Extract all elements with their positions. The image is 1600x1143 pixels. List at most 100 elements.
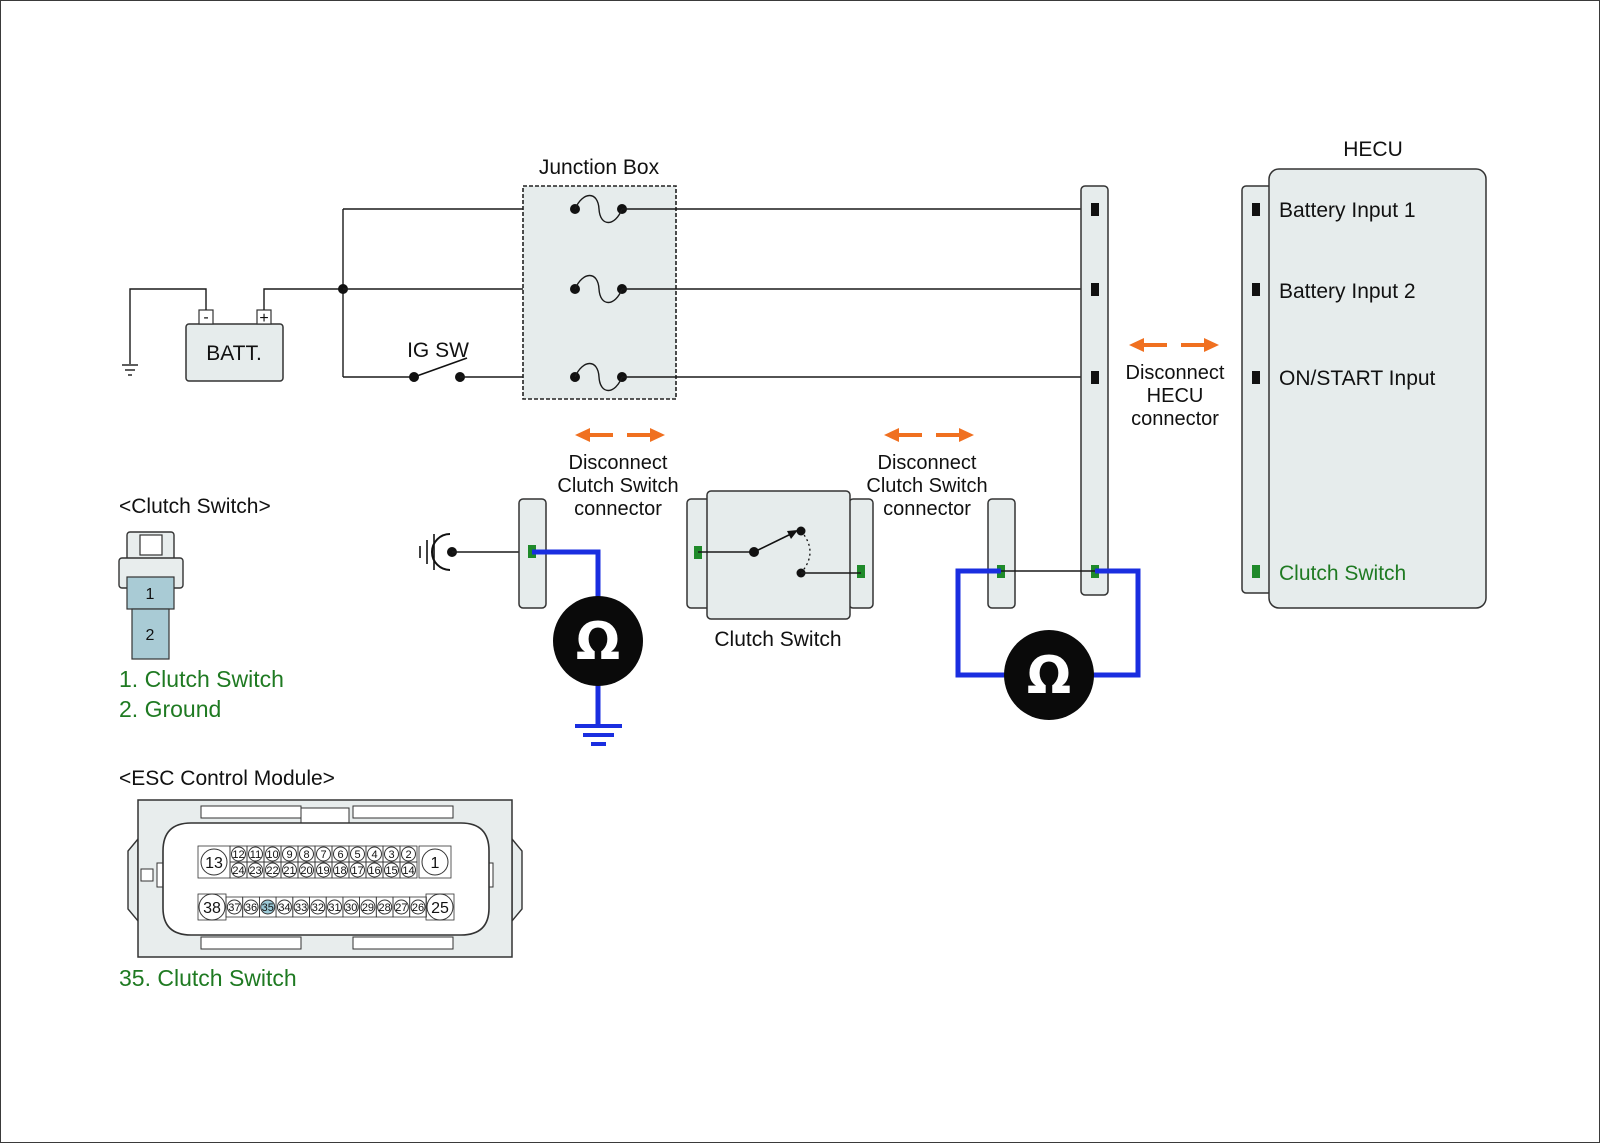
esc-pin-30: 30 [342, 896, 360, 918]
battery-positive-wire [263, 288, 343, 310]
esc-pin-12: 12 [229, 845, 248, 863]
esc-pin-21: 21 [280, 861, 299, 879]
hecu-module: HECU Battery Input 1 Battery Input 2 ON/… [1241, 138, 1487, 609]
svg-text:27: 27 [395, 902, 407, 914]
clutch-connector-legend-1: 1. Clutch Switch [119, 666, 284, 692]
svg-text:30: 30 [345, 902, 357, 914]
disconnect-clutch-right-arrows [884, 428, 974, 442]
svg-text:2: 2 [405, 849, 411, 861]
svg-text:34: 34 [278, 902, 290, 914]
disconnect-clutch-right-line-2: Clutch Switch [866, 475, 987, 497]
esc-pin-25: 25 [425, 893, 455, 921]
esc-pin-22: 22 [263, 861, 282, 879]
svg-text:32: 32 [312, 902, 324, 914]
svg-text:14: 14 [402, 865, 414, 877]
svg-text:10: 10 [266, 849, 278, 861]
esc-pin-19: 19 [314, 861, 333, 879]
svg-text:22: 22 [266, 865, 278, 877]
hecu-pin-label-battery-2: Battery Input 2 [1279, 280, 1416, 303]
esc-pin-34: 34 [275, 896, 294, 918]
fuse-3 [570, 362, 627, 392]
esc-pin-23: 23 [246, 861, 265, 879]
esc-pin-2: 2 [399, 845, 418, 863]
svg-text:31: 31 [328, 902, 340, 914]
esc-pin-6: 6 [331, 845, 350, 863]
hecu-body [1268, 168, 1487, 609]
battery-box [185, 323, 284, 382]
svg-text:17: 17 [351, 865, 363, 877]
disconnect-clutch-right-line-1: Disconnect [878, 452, 977, 474]
clutch-connector-pin-1: 1 [146, 586, 155, 603]
ground-icon [122, 364, 138, 376]
disconnect-hecu-arrows [1129, 338, 1219, 352]
svg-text:28: 28 [379, 902, 391, 914]
ohmmeter-ground-test: Ω [532, 549, 643, 746]
svg-text:16: 16 [368, 865, 380, 877]
esc-pin-4: 4 [365, 845, 384, 863]
battery-circuit: BATT. - + IG SW [122, 208, 575, 382]
esc-pin-17: 17 [348, 861, 367, 879]
hecu-pin-label-battery-1: Battery Input 1 [1279, 199, 1416, 222]
esc-pin-37: 37 [225, 896, 244, 918]
hecu-pin-clutch-switch [1252, 565, 1260, 578]
esc-pin-10: 10 [263, 845, 282, 863]
svg-text:4: 4 [371, 849, 377, 861]
hecu-pin-on-start [1252, 371, 1260, 384]
clutch-connector-face [118, 531, 184, 660]
hecu-pin-battery-1 [1252, 203, 1260, 216]
clutch-connector-pin-2: 2 [146, 627, 155, 644]
disconnect-clutch-left-line-3: connector [574, 498, 662, 520]
battery-positive-sign: + [259, 310, 268, 327]
esc-pin-24: 24 [229, 861, 248, 879]
hecu-connector [1241, 185, 1273, 594]
esc-pin-15: 15 [382, 861, 401, 879]
hecu-label: HECU [1343, 138, 1403, 161]
ohmmeter-1-symbol: Ω [576, 612, 620, 672]
ohmmeter-2-symbol: Ω [1027, 646, 1071, 706]
esc-pin-20: 20 [297, 861, 316, 879]
hecu-pin-label-on-start: ON/START Input [1279, 367, 1436, 390]
svg-text:3: 3 [388, 849, 394, 861]
svg-text:12: 12 [232, 849, 244, 861]
battery-ground-wire [129, 288, 207, 364]
svg-text:21: 21 [283, 865, 295, 877]
esc-module-legend: 35. Clutch Switch [119, 965, 297, 991]
esc-pin-16: 16 [365, 861, 384, 879]
disconnect-hecu-line-1: Disconnect [1126, 362, 1225, 384]
svg-text:38: 38 [203, 900, 221, 917]
ohmmeter-2-dial [1004, 630, 1094, 720]
esc-pin-26: 26 [409, 896, 427, 918]
junction-box-label: Junction Box [539, 156, 660, 179]
esc-pin-35: 35 [258, 896, 277, 918]
clutch-switch-component-label: Clutch Switch [714, 628, 841, 651]
battery-negative-sign: - [203, 309, 208, 326]
svg-text:1: 1 [431, 855, 440, 872]
battery-label: BATT. [206, 342, 262, 365]
ohmmeter-continuity-test: Ω [955, 568, 1141, 720]
clutch-right-harness-connector [987, 498, 1016, 609]
disconnect-clutch-left-line-2: Clutch Switch [557, 475, 678, 497]
esc-pin-14: 14 [399, 861, 418, 879]
svg-text:37: 37 [228, 902, 240, 914]
esc-pin-13: 13 [197, 845, 231, 879]
svg-text:20: 20 [300, 865, 312, 877]
svg-text:25: 25 [431, 900, 449, 917]
svg-text:5: 5 [354, 849, 360, 861]
svg-text:8: 8 [303, 849, 309, 861]
esc-pin-5: 5 [348, 845, 367, 863]
svg-text:11: 11 [250, 849, 261, 861]
esc-pin-3: 3 [382, 845, 401, 863]
ohmmeter-1-dial [553, 596, 643, 686]
disconnect-clutch-left-line-1: Disconnect [569, 452, 668, 474]
disconnect-hecu-line-2: HECU [1147, 385, 1204, 407]
esc-pin-38: 38 [197, 893, 227, 921]
svg-text:19: 19 [317, 865, 329, 877]
esc-pin-1: 1 [418, 845, 452, 879]
body-ground-icon [419, 533, 457, 571]
svg-text:36: 36 [245, 902, 257, 914]
fuse-2 [570, 274, 627, 304]
hecu-harness-connector [1080, 185, 1109, 596]
